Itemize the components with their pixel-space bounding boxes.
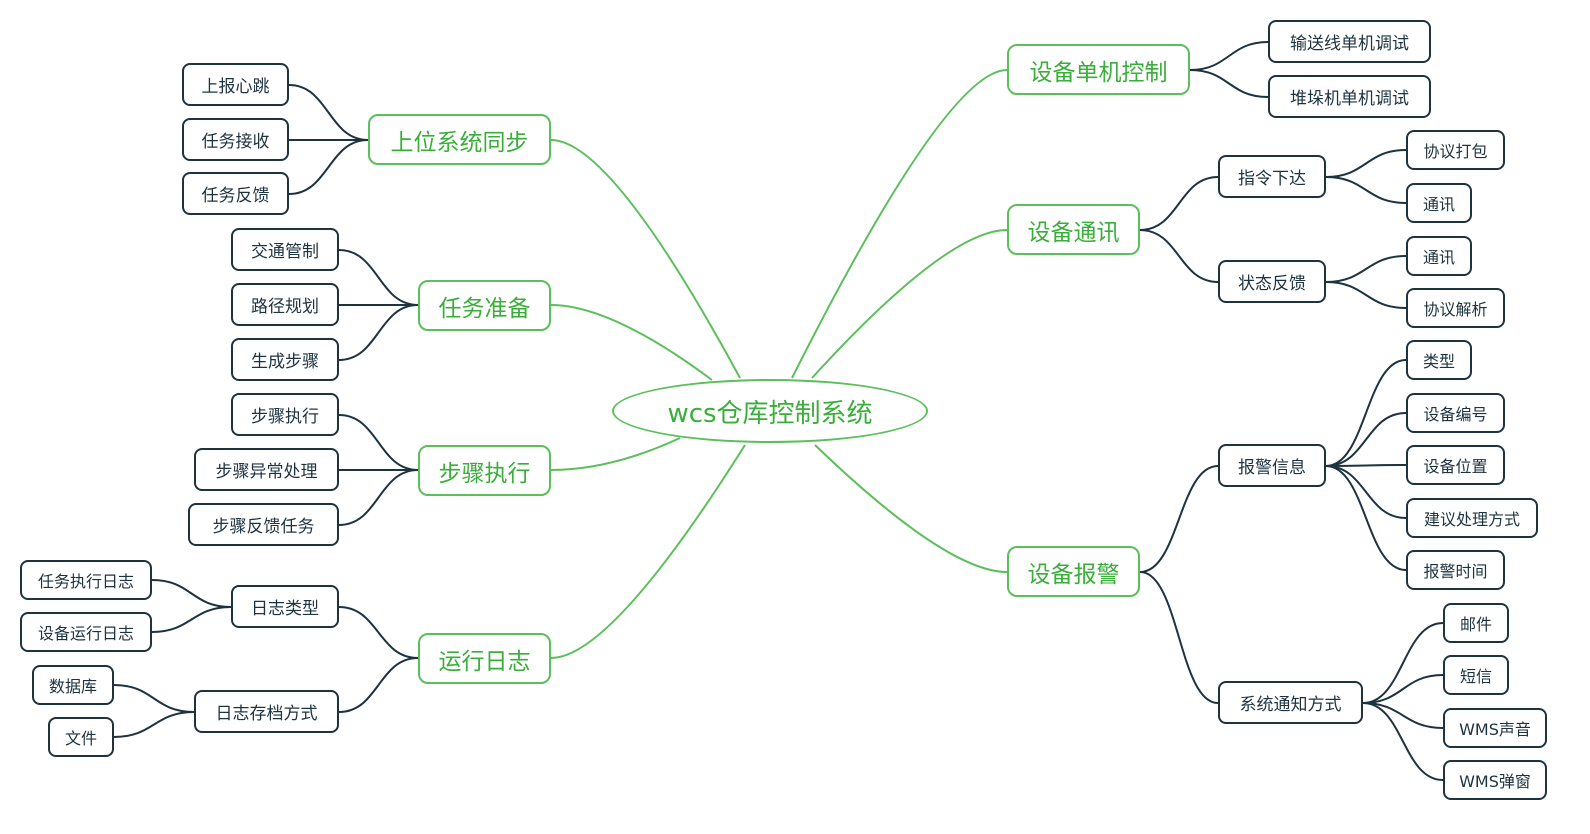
leaf-suggested-handling[interactable]: 建议处理方式: [1406, 498, 1538, 538]
leaf-conveyor-debug[interactable]: 输送线单机调试: [1268, 20, 1431, 63]
leaf-stacker-debug[interactable]: 堆垛机单机调试: [1268, 75, 1431, 118]
links-log-type-0: [151, 579, 232, 608]
link-root-log: [550, 444, 746, 659]
link-root-prep: [550, 304, 713, 381]
link-root-standalone: [791, 69, 1008, 379]
leaf-device-run-log[interactable]: 设备运行日志: [20, 612, 152, 652]
branch-upper-system-sync[interactable]: 上位系统同步: [368, 114, 551, 165]
links-prep-0: [338, 249, 419, 306]
leaf-task-exec-log[interactable]: 任务执行日志: [20, 560, 152, 600]
branch-device-comm[interactable]: 设备通讯: [1007, 204, 1140, 255]
links-notify-3: [1362, 702, 1444, 781]
leaf-comm-2[interactable]: 通讯: [1406, 236, 1472, 276]
links-comm-0: [1139, 176, 1219, 231]
branch-step-exec[interactable]: 步骤执行: [418, 445, 551, 496]
leaf-database[interactable]: 数据库: [32, 665, 114, 705]
leaf-alarm-time[interactable]: 报警时间: [1406, 550, 1505, 590]
links-alarm-1: [1139, 571, 1219, 704]
links-alarm-info-0: [1325, 359, 1407, 467]
links-step-0: [338, 414, 419, 471]
branch-device-alarm[interactable]: 设备报警: [1007, 546, 1140, 597]
leaf-device-id[interactable]: 设备编号: [1406, 393, 1505, 433]
links-standalone-0: [1189, 41, 1269, 71]
branch-task-prep[interactable]: 任务准备: [418, 280, 551, 331]
leaf-traffic-control[interactable]: 交通管制: [231, 228, 339, 271]
leaf-protocol-pack[interactable]: 协议打包: [1406, 130, 1505, 170]
links-log-archive-0: [113, 684, 195, 713]
leaf-protocol-parse[interactable]: 协议解析: [1406, 288, 1505, 328]
node-log-archive[interactable]: 日志存档方式: [194, 690, 339, 733]
links-standalone-1: [1189, 69, 1269, 98]
node-status-feedback[interactable]: 状态反馈: [1218, 260, 1326, 303]
links-status-0: [1325, 255, 1407, 283]
leaf-task-receive[interactable]: 任务接收: [182, 118, 289, 161]
leaf-step-feedback[interactable]: 步骤反馈任务: [188, 503, 339, 546]
leaf-device-location[interactable]: 设备位置: [1406, 445, 1505, 485]
link-root-step: [550, 437, 681, 471]
links-status-1: [1325, 281, 1407, 309]
node-command-issue[interactable]: 指令下达: [1218, 155, 1326, 198]
link-root-alarm: [814, 444, 1008, 573]
leaf-sms[interactable]: 短信: [1443, 655, 1509, 695]
links-alarm-info-2: [1325, 464, 1407, 467]
leaf-step-exec[interactable]: 步骤执行: [231, 393, 339, 436]
node-log-type[interactable]: 日志类型: [231, 585, 339, 628]
links-notify-0: [1362, 622, 1444, 704]
leaf-step-exception[interactable]: 步骤异常处理: [194, 448, 339, 491]
leaf-heartbeat[interactable]: 上报心跳: [182, 63, 289, 106]
links-step-2: [338, 469, 419, 526]
links-upper-2: [288, 139, 369, 195]
links-upper-0: [288, 84, 369, 141]
links-log-type-1: [151, 606, 232, 633]
leaf-comm-1[interactable]: 通讯: [1406, 183, 1472, 223]
links-command-0: [1325, 149, 1407, 178]
leaf-path-planning[interactable]: 路径规划: [231, 283, 339, 326]
link-root-comm: [811, 229, 1008, 379]
root-node[interactable]: wcs仓库控制系统: [612, 379, 928, 443]
branch-run-log[interactable]: 运行日志: [418, 633, 551, 684]
leaf-task-feedback[interactable]: 任务反馈: [182, 172, 289, 215]
leaf-file[interactable]: 文件: [48, 717, 114, 757]
leaf-generate-steps[interactable]: 生成步骤: [231, 338, 339, 381]
leaf-wms-sound[interactable]: WMS声音: [1443, 708, 1547, 748]
node-notify-method[interactable]: 系统通知方式: [1218, 681, 1363, 724]
link-root-upper: [550, 139, 741, 379]
leaf-wms-popup[interactable]: WMS弹窗: [1443, 760, 1547, 800]
links-log-1: [338, 657, 419, 713]
links-alarm-info-3: [1325, 465, 1407, 519]
links-alarm-info-4: [1325, 465, 1407, 571]
links-comm-1: [1139, 229, 1219, 283]
branch-device-standalone[interactable]: 设备单机控制: [1007, 44, 1190, 95]
links-alarm-info-1: [1325, 412, 1407, 467]
links-log-0: [338, 606, 419, 659]
links-notify-2: [1362, 702, 1444, 729]
links-notify-1: [1362, 674, 1444, 704]
leaf-alarm-type[interactable]: 类型: [1406, 340, 1472, 380]
links-alarm-0: [1139, 465, 1219, 573]
links-command-1: [1325, 176, 1407, 204]
links-prep-2: [338, 304, 419, 361]
node-alarm-info[interactable]: 报警信息: [1218, 444, 1326, 487]
leaf-email[interactable]: 邮件: [1443, 603, 1509, 643]
links-log-archive-1: [113, 711, 195, 738]
